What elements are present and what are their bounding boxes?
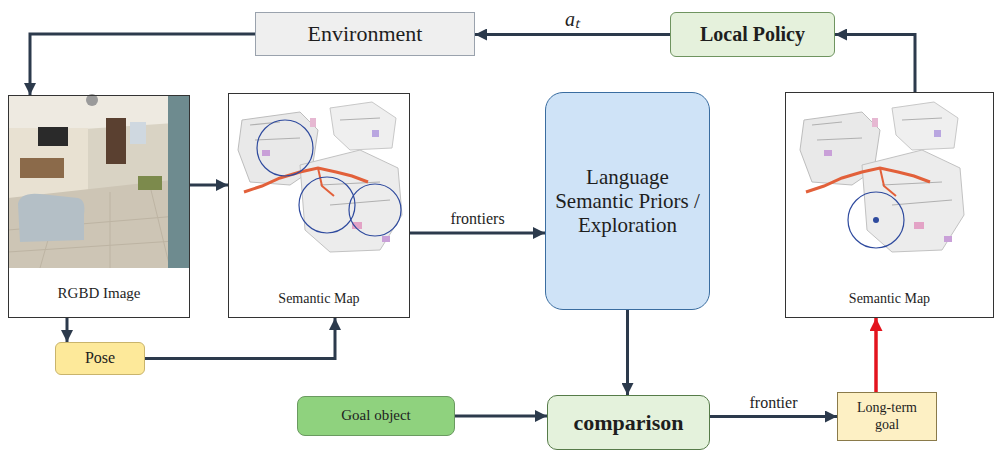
image-panel: RGBD Image xyxy=(8,95,190,318)
flow-arrow xyxy=(66,318,69,342)
goal-box: Goal object xyxy=(297,396,455,436)
node-text: Pose xyxy=(85,349,115,367)
prior-box: Language Semantic Priors / Exploration xyxy=(545,92,710,310)
goal-box: Long-term goal xyxy=(837,392,937,441)
semantic-map-drawing xyxy=(238,102,402,252)
frontier-circle xyxy=(349,184,401,236)
node-text: Semantic Map xyxy=(278,291,359,307)
flow-arrow xyxy=(145,318,335,359)
node-text: Semantic Map xyxy=(849,291,930,307)
frontier-circle xyxy=(257,120,313,176)
map-panel: Semantic Map xyxy=(785,92,994,318)
node-text: Goal object xyxy=(341,407,411,424)
edge-label: frontier xyxy=(747,394,801,412)
frontier-circle xyxy=(299,177,355,233)
flow-arrow xyxy=(410,232,545,235)
node-text: Environment xyxy=(308,21,423,46)
flow-arrow xyxy=(30,34,255,95)
flow-arrow xyxy=(874,318,878,392)
policy-box: Local Policy xyxy=(670,12,835,57)
node-text: Local Policy xyxy=(700,23,805,46)
flow-arrow xyxy=(710,415,837,418)
comparison-box: comparison xyxy=(547,395,710,450)
semantic-map-drawing xyxy=(800,102,964,252)
node-text: comparison xyxy=(574,410,684,435)
flow-arrow xyxy=(190,184,228,187)
rgbd-photo xyxy=(8,94,190,268)
node-text: Long-term goal xyxy=(844,400,930,432)
edge-label: frontiers xyxy=(447,210,507,228)
flow-arrow xyxy=(475,33,670,36)
map-panel: Semantic Map xyxy=(228,93,410,318)
flow-arrow xyxy=(835,35,915,93)
node-text: Language Semantic Priors / Exploration xyxy=(552,165,703,237)
environment-box: Environment xyxy=(255,12,475,56)
goal-dot xyxy=(873,217,879,223)
flow-arrow xyxy=(626,310,629,395)
edge-label: aₜ xyxy=(562,8,583,30)
frontier-circle xyxy=(848,192,904,248)
pose-box: Pose xyxy=(55,342,145,375)
node-text: RGBD Image xyxy=(58,285,141,302)
flow-arrow xyxy=(455,415,547,418)
